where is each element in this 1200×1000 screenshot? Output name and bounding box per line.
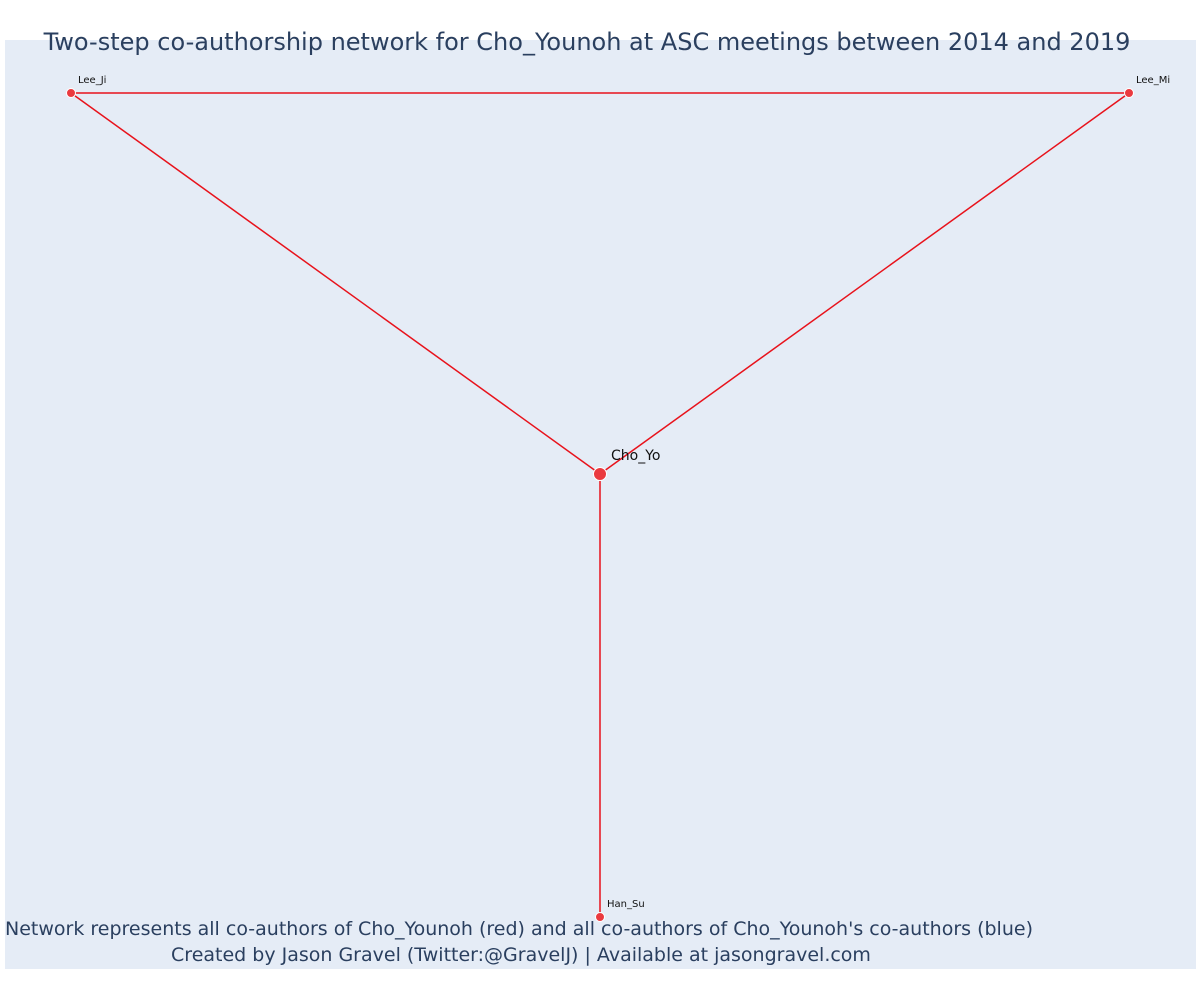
chart-title: Two-step co-authorship network for Cho_Y… <box>43 28 1131 56</box>
node-label-Lee_Ji: Lee_Ji <box>78 75 106 86</box>
node-Cho_Yo[interactable] <box>593 467 607 481</box>
footer-credit: Created by Jason Gravel (Twitter:@Gravel… <box>171 944 871 966</box>
edge-Lee_Mi-Cho_Yo <box>599 92 1130 475</box>
node-label-Cho_Yo: Cho_Yo <box>611 448 660 464</box>
footer-description: Network represents all co-authors of Cho… <box>5 918 1033 940</box>
node-Lee_Ji[interactable] <box>66 88 76 98</box>
node-Han_Su[interactable] <box>595 912 605 922</box>
edge-Lee_Ji-Cho_Yo <box>70 92 601 475</box>
node-label-Lee_Mi: Lee_Mi <box>1136 75 1170 86</box>
node-label-Han_Su: Han_Su <box>607 899 645 910</box>
node-Lee_Mi[interactable] <box>1124 88 1134 98</box>
